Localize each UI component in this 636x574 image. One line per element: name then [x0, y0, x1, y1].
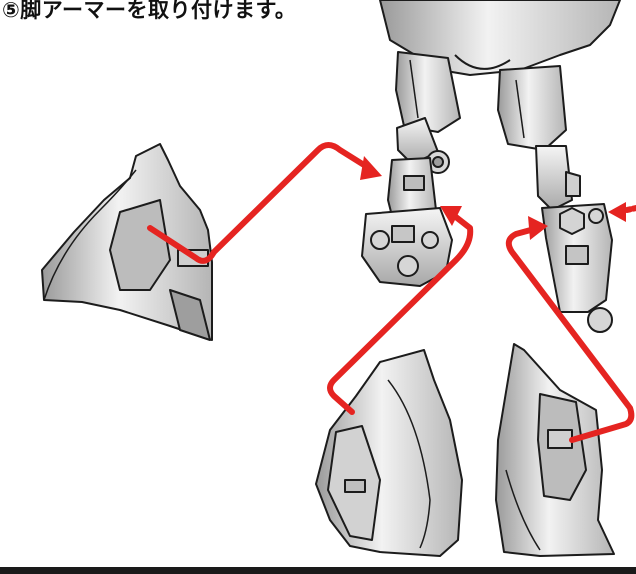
- right-leg-armor-front: [315, 349, 463, 557]
- arrowhead-2: [440, 206, 462, 226]
- step-title: ⑤脚アーマーを取り付けます。: [2, 0, 297, 22]
- arrow-heads: [360, 156, 626, 240]
- right-leg-frame: [497, 65, 613, 333]
- arrowhead-1: [360, 156, 382, 180]
- arrowhead-3: [528, 216, 548, 240]
- bottom-rule: [0, 567, 636, 574]
- right-leg-armor-rear: [495, 343, 615, 557]
- assembly-arrows: [147, 142, 636, 443]
- arrowhead-4: [608, 202, 626, 222]
- arrow-left-armor: [147, 142, 375, 264]
- left-leg-armor-front: [41, 143, 213, 341]
- arrow-center-armor: [327, 211, 474, 415]
- left-leg-frame: [361, 51, 461, 287]
- arrow-rear-armor: [505, 225, 635, 443]
